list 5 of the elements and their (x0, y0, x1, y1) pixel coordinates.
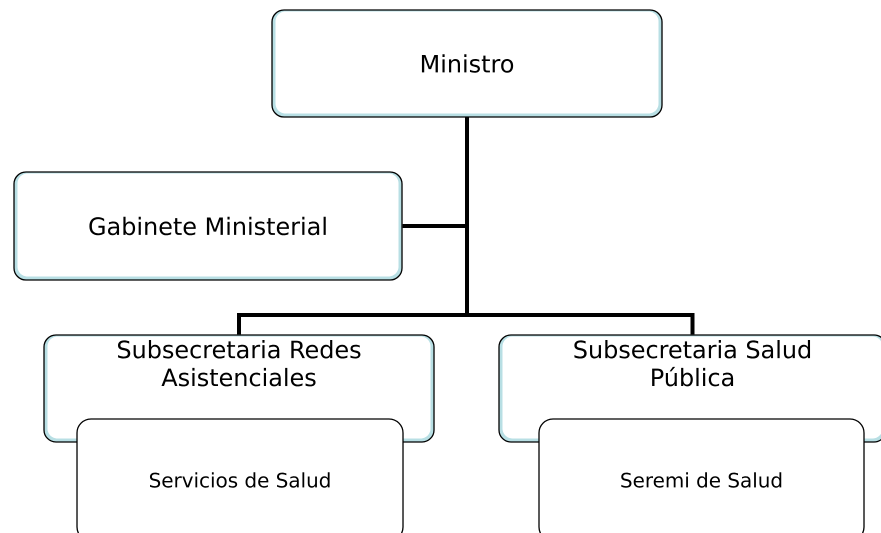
org-box: Gabinete Ministerial (13, 171, 403, 281)
org-box: Ministro (271, 9, 663, 118)
org-box: Servicios de Salud (76, 418, 404, 533)
org-box: Seremi de Salud (538, 418, 865, 533)
connector-line (465, 118, 694, 334)
